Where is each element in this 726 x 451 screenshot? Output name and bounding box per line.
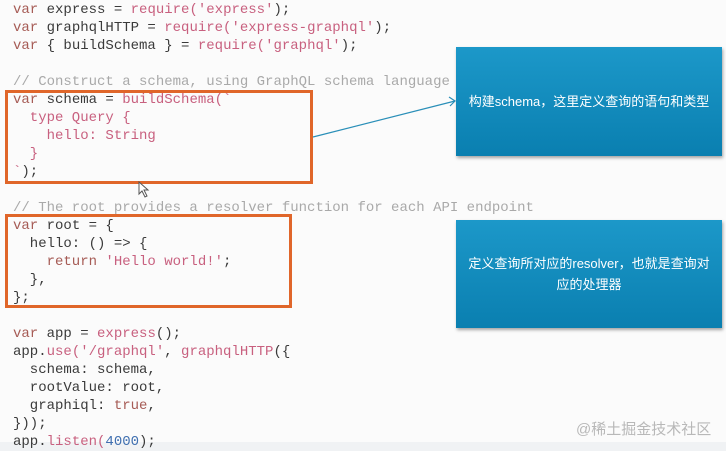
- code-token: );: [374, 20, 392, 36]
- code-token: var: [13, 326, 39, 342]
- highlight-root-box: [5, 214, 292, 308]
- code-token: ,: [147, 398, 156, 414]
- code-token: );: [273, 2, 291, 18]
- code-token: require(: [164, 20, 232, 36]
- code-token: `: [13, 164, 22, 180]
- code-line: var graphqlHTTP = require('express-graph…: [13, 19, 534, 37]
- code-token: type Query {: [13, 110, 131, 126]
- code-token: rootValue: root,: [13, 380, 165, 396]
- code-line: var { buildSchema } = require('graphql')…: [13, 37, 534, 55]
- code-token: listen(: [46, 434, 106, 450]
- code-token: var: [13, 20, 39, 36]
- code-token: hello: String: [13, 128, 156, 144]
- code-token: require(: [197, 38, 266, 54]
- code-line: graphiql: true,: [13, 397, 534, 415]
- code-line: [13, 181, 534, 199]
- watermark: @稀土掘金技术社区: [576, 421, 712, 438]
- highlight-schema-box: [5, 90, 313, 184]
- code-token: ({: [273, 344, 291, 360]
- code-token: express =: [38, 2, 131, 18]
- code-token: schema: schema,: [13, 362, 156, 378]
- code-token: require(: [130, 2, 198, 18]
- code-token: 'express': [197, 2, 274, 18]
- code-editor: var express = require('express');var gra…: [13, 1, 534, 451]
- code-token: '/graphql': [80, 344, 165, 360]
- code-token: }: [13, 146, 39, 162]
- code-token: var: [13, 38, 39, 54]
- code-token: }));: [13, 416, 47, 432]
- code-token: true: [113, 398, 148, 414]
- code-token: // Construct a schema, using GraphQL sch…: [13, 74, 450, 90]
- code-token: buildSchema(`: [122, 92, 232, 108]
- code-line: return 'Hello world!';: [13, 253, 534, 271]
- code-token: use(: [46, 344, 81, 360]
- code-token: ();: [155, 326, 182, 342]
- code-line: };: [13, 289, 534, 307]
- code-token: app.: [13, 344, 47, 360]
- mouse-cursor-icon: [138, 181, 150, 198]
- code-token: );: [340, 38, 358, 54]
- code-token: // The root provides a resolver function…: [13, 200, 534, 216]
- code-token: ;: [223, 254, 232, 270]
- arrow-line: [312, 100, 456, 138]
- code-token: graphqlHTTP: [181, 344, 274, 360]
- code-line: app.listen(4000);: [13, 433, 534, 451]
- code-line: }: [13, 145, 534, 163]
- code-token: ,: [164, 344, 182, 360]
- code-line: rootValue: root,: [13, 379, 534, 397]
- code-token: graphqlHTTP =: [38, 20, 165, 36]
- code-token: schema =: [38, 92, 123, 108]
- code-line: var root = {: [13, 217, 534, 235]
- code-line: hello: String: [13, 127, 534, 145]
- code-token: app =: [38, 326, 98, 342]
- note-schema: 构建schema，这里定义查询的语句和类型: [456, 47, 722, 156]
- code-line: },: [13, 271, 534, 289]
- code-token: return: [13, 254, 98, 270]
- code-token: hello: () => {: [13, 236, 148, 252]
- code-line: // The root provides a resolver function…: [13, 199, 534, 217]
- code-token: root = {: [38, 218, 114, 234]
- code-token: },: [13, 272, 47, 288]
- note-resolver: 定义查询所对应的resolver，也就是查询对应的处理器: [456, 220, 722, 328]
- note-resolver-text: 定义查询所对应的resolver，也就是查询对应的处理器: [468, 256, 710, 292]
- code-token: var: [13, 92, 39, 108]
- code-token: };: [13, 290, 30, 306]
- code-line: type Query {: [13, 109, 534, 127]
- code-token: );: [139, 434, 156, 450]
- code-token: 'Hello world!': [97, 254, 224, 270]
- code-line: app.use('/graphql', graphqlHTTP({: [13, 343, 534, 361]
- code-token: 'graphql': [265, 38, 341, 54]
- code-line: var app = express();: [13, 325, 534, 343]
- code-token: var: [13, 2, 39, 18]
- code-token: 4000: [105, 434, 140, 450]
- code-line: }));: [13, 415, 534, 433]
- note-schema-text: 构建schema，这里定义查询的语句和类型: [468, 94, 710, 109]
- code-token: { buildSchema } =: [38, 38, 198, 54]
- code-token: graphiql:: [13, 398, 114, 414]
- code-token: app.: [13, 434, 47, 450]
- code-token: express: [97, 326, 156, 342]
- code-token: 'express-graphql': [231, 20, 375, 36]
- code-line: var schema = buildSchema(`: [13, 91, 534, 109]
- code-line: `);: [13, 163, 534, 181]
- code-line: // Construct a schema, using GraphQL sch…: [13, 73, 534, 91]
- code-token: );: [21, 164, 39, 180]
- code-line: var express = require('express');: [13, 1, 534, 19]
- bottom-bar: [0, 442, 726, 451]
- code-token: var: [13, 218, 39, 234]
- code-line: hello: () => {: [13, 235, 534, 253]
- code-line: schema: schema,: [13, 361, 534, 379]
- arrow-head-icon: [448, 96, 456, 107]
